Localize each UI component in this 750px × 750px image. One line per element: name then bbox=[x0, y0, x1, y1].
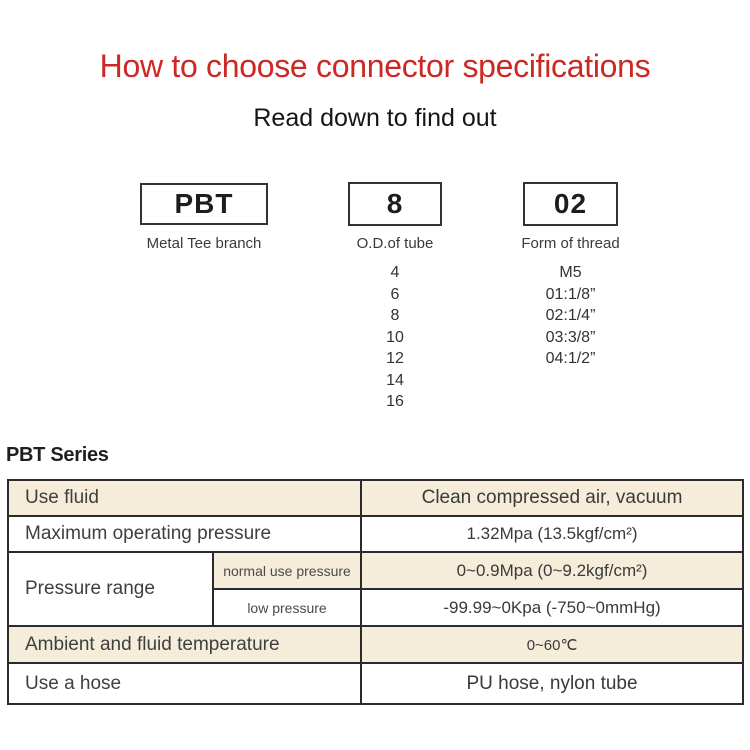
table-row: Maximum operating pressure 1.32Mpa (13.5… bbox=[6, 515, 745, 553]
table-row: Ambient and fluid temperature 0~60℃ bbox=[6, 625, 745, 664]
spec-label-max-pressure: Maximum operating pressure bbox=[6, 515, 363, 553]
model-code-tube-od: 8 bbox=[386, 188, 404, 219]
model-code-box-series: PBT bbox=[140, 183, 268, 225]
model-code-box-thread: 02 bbox=[523, 182, 618, 226]
spec-value-temperature: 0~60℃ bbox=[360, 625, 745, 664]
tube-od-box-label: O.D.of tube bbox=[356, 235, 434, 252]
spec-label-hose: Use a hose bbox=[6, 662, 363, 705]
table-row: Pressure range normal use pressure 0~0.9… bbox=[7, 551, 745, 627]
spec-value-normal-pressure: 0~0.9Mpa (0~9.2kgf/cm²) bbox=[360, 551, 745, 590]
spec-label-pressure-range: Pressure range bbox=[7, 551, 214, 627]
page-title: How to choose connector specifications bbox=[99, 48, 651, 84]
thread-option: 01:1/8” bbox=[545, 285, 596, 303]
spec-value-use-fluid: Clean compressed air, vacuum bbox=[360, 479, 745, 517]
tube-od-option: 4 bbox=[390, 264, 400, 281]
thread-option: M5 bbox=[559, 264, 582, 281]
thread-option: 02:1/4” bbox=[545, 307, 596, 324]
spec-sublabel-normal-pressure: normal use pressure bbox=[211, 551, 363, 590]
spec-table: Use fluid Clean compressed air, vacuum M… bbox=[6, 479, 745, 705]
table-row: Use a hose PU hose, nylon tube bbox=[6, 662, 745, 705]
table-row: low pressure -99.99~0Kpa (-750~0mmHg) bbox=[8, 588, 745, 627]
spec-label-temperature: Ambient and fluid temperature bbox=[6, 625, 363, 664]
model-code-thread: 02 bbox=[553, 188, 588, 219]
thread-option: 03:3/8” bbox=[545, 328, 596, 346]
tube-od-option-list: 4 6 8 10 12 14 16 bbox=[338, 262, 452, 413]
spec-value-max-pressure: 1.32Mpa (13.5kgf/cm²) bbox=[360, 515, 745, 553]
thread-box-label: Form of thread bbox=[521, 235, 620, 252]
tube-od-option: 10 bbox=[386, 328, 404, 346]
table-row: Use fluid Clean compressed air, vacuum bbox=[6, 479, 745, 517]
series-box-label: Metal Tee branch bbox=[146, 235, 262, 252]
page-subtitle: Read down to find out bbox=[253, 104, 497, 132]
tube-od-option: 16 bbox=[386, 393, 404, 410]
model-code-box-tube-od: 8 bbox=[348, 182, 442, 226]
model-code-series: PBT bbox=[174, 188, 234, 219]
thread-option-list: M5 01:1/8” 02:1/4” 03:3/8” 04:1/2” bbox=[503, 262, 638, 370]
spec-value-low-pressure: -99.99~0Kpa (-750~0mmHg) bbox=[360, 588, 745, 627]
tube-od-option: 14 bbox=[386, 371, 404, 389]
series-heading: PBT Series bbox=[6, 444, 109, 466]
spec-sublabel-low-pressure: low pressure bbox=[211, 588, 363, 627]
spec-label-use-fluid: Use fluid bbox=[6, 479, 363, 517]
tube-od-option: 12 bbox=[386, 350, 404, 367]
spec-value-hose: PU hose, nylon tube bbox=[360, 662, 745, 705]
thread-option: 04:1/2” bbox=[545, 350, 596, 367]
tube-od-option: 6 bbox=[390, 285, 400, 303]
tube-od-option: 8 bbox=[390, 307, 400, 324]
